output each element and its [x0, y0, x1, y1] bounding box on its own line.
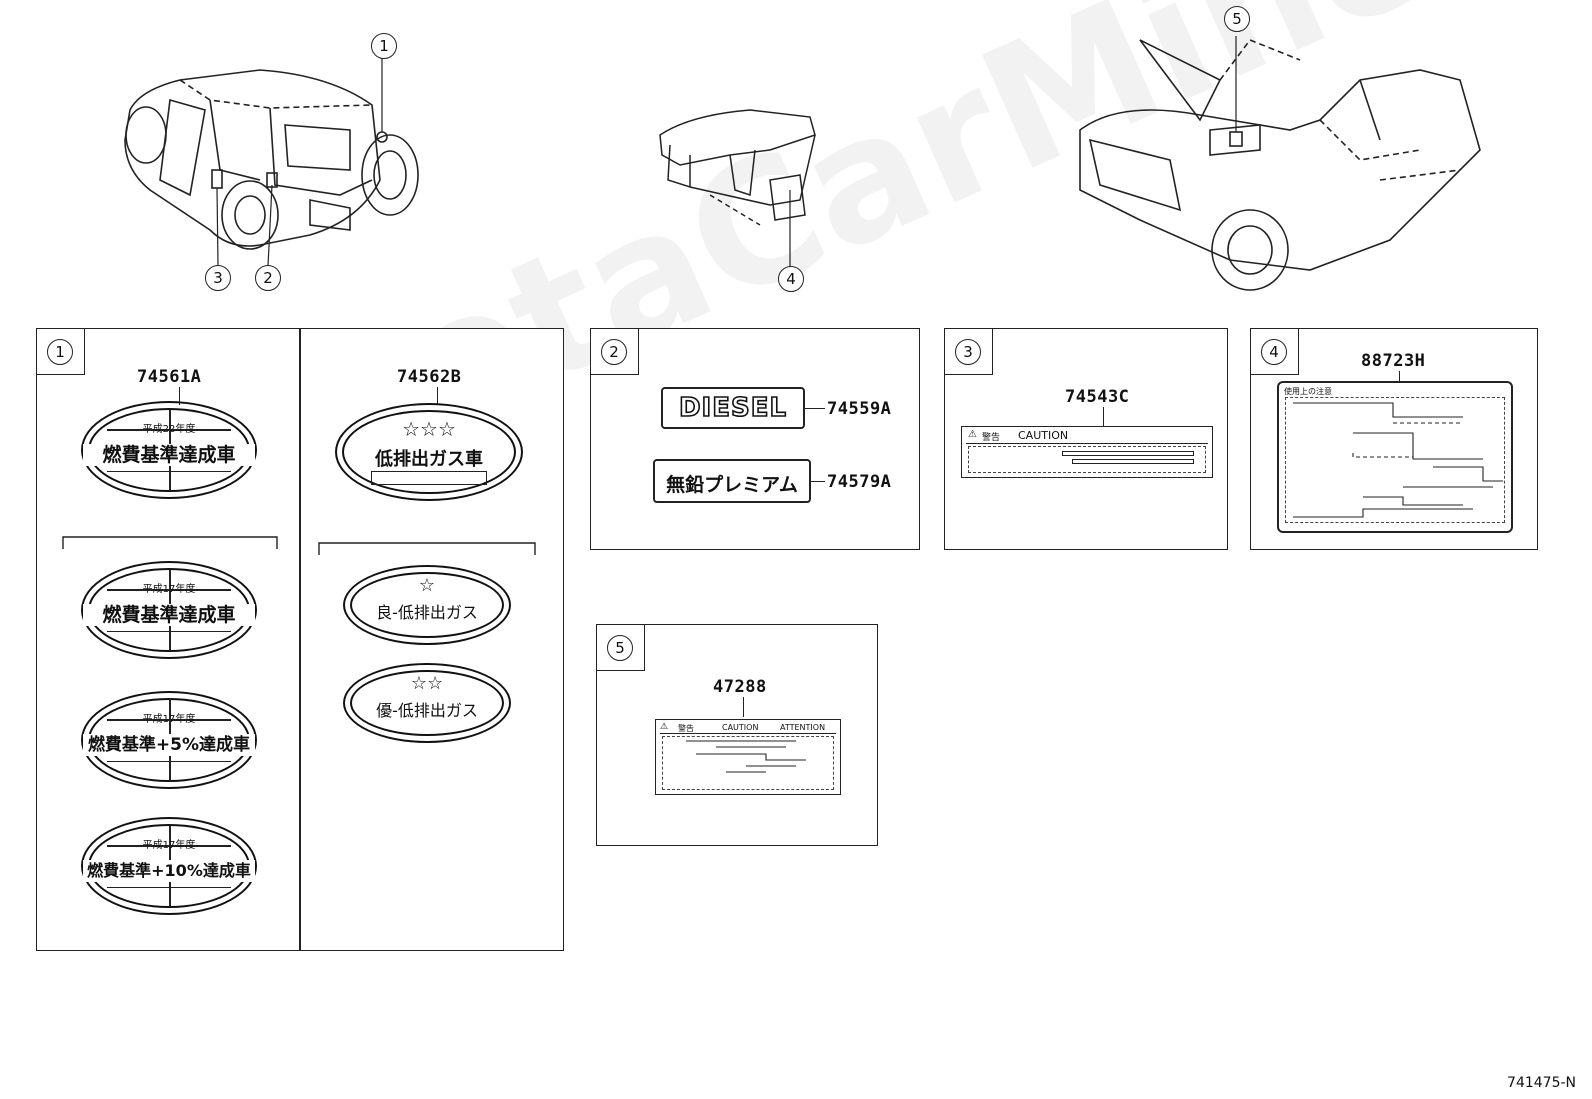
callout-1: 1 — [371, 33, 397, 59]
part-number-74559A: 74559A — [827, 399, 892, 419]
panel-5-callout: 5 — [607, 635, 633, 661]
low-emission-label-2star: ☆☆ 優-低排出ガス — [343, 663, 511, 743]
eco-1-text: 低排出ガス車 — [375, 449, 483, 470]
panel-4-callout: 4 — [1261, 339, 1287, 365]
star-2-icon: ☆☆ — [410, 673, 444, 694]
alternatives-bracket-left — [62, 536, 278, 549]
globe-3-year: 平成17年度 — [142, 713, 196, 725]
fuel-efficiency-label-h17-10pct: 平成17年度 燃費基準+10%達成車 — [81, 817, 257, 915]
diagram-id: 741475-N — [1507, 1075, 1576, 1091]
notice-heading: 使用上の注意 — [1284, 387, 1332, 396]
diesel-badge: DIESEL — [661, 387, 805, 429]
low-emission-label-3star: ☆☆☆ 低排出ガス車 — [335, 403, 523, 501]
premium-unleaded-badge: 無鉛プレミアム — [653, 459, 811, 503]
part-number-74579A: 74579A — [827, 472, 892, 492]
panel-3-callout: 3 — [955, 339, 981, 365]
eco-3-text: 優-低排出ガス — [376, 701, 478, 720]
warning-triangle-icon: ⚠ — [968, 429, 977, 440]
globe-3-text: 燃費基準+5%達成車 — [83, 734, 255, 757]
caution-5-text: CAUTION — [722, 723, 759, 732]
diesel-text: DIESEL — [678, 392, 788, 424]
caution-3-text: CAUTION — [1018, 429, 1069, 442]
alternatives-bracket-right — [318, 542, 536, 555]
fuel-efficiency-label-h22: 平成22年度 燃費基準達成車 — [81, 401, 257, 499]
panel-1-divider — [299, 329, 301, 950]
star-1-icon: ☆ — [418, 575, 436, 596]
callout-3: 3 — [205, 265, 231, 291]
globe-1-year: 平成22年度 — [142, 423, 196, 435]
panel-3: 3 74543C ⚠ 警告 CAUTION — [944, 328, 1228, 550]
caution-3-warn: 警告 — [982, 433, 1001, 443]
callout-5: 5 — [1224, 6, 1250, 32]
dashboard-illustration — [659, 109, 816, 267]
globe-1-text: 燃費基準達成車 — [83, 444, 255, 467]
globe-2-text: 燃費基準達成車 — [83, 604, 255, 627]
eco-2-text: 良-低排出ガス — [376, 603, 478, 622]
panel-4: 4 88723H 使用上の注意 — [1250, 328, 1538, 550]
panel-2-callout: 2 — [601, 339, 627, 365]
usage-notice-label-88723H: 使用上の注意 — [1277, 381, 1513, 533]
front-vehicle-illustration — [1079, 36, 1481, 291]
part-number-88723H: 88723H — [1361, 351, 1426, 371]
rear-vehicle-illustration — [124, 58, 419, 267]
panel-1-callout: 1 — [47, 339, 73, 365]
notice-text-lines — [1293, 402, 1503, 518]
part-number-74562B: 74562B — [397, 367, 462, 387]
part-number-74561A: 74561A — [137, 367, 202, 387]
fuel-efficiency-label-h17-5pct: 平成17年度 燃費基準+5%達成車 — [81, 691, 257, 789]
panel-2: 2 DIESEL 74559A 無鉛プレミアム 74579A — [590, 328, 920, 550]
callout-2: 2 — [255, 265, 281, 291]
callout-4: 4 — [778, 266, 804, 292]
part-number-47288: 47288 — [713, 677, 767, 697]
caution-5-attention: ATTENTION — [780, 723, 826, 732]
globe-2-year: 平成17年度 — [142, 583, 196, 595]
fuel-efficiency-label-h17: 平成17年度 燃費基準達成車 — [81, 561, 257, 659]
globe-4-text: 燃費基準+10%達成車 — [83, 860, 255, 883]
globe-4-year: 平成17年度 — [142, 839, 196, 851]
premium-text: 無鉛プレミアム — [666, 474, 798, 496]
star-3-icon: ☆☆☆ — [402, 417, 456, 441]
caution-label-47288: ⚠ 警告 CAUTION ATTENTION — [655, 719, 841, 795]
caution-label-74543C: ⚠ 警告 CAUTION — [961, 426, 1213, 478]
warning-triangle-icon-5: ⚠ — [660, 722, 669, 732]
part-number-74543C: 74543C — [1065, 387, 1130, 407]
panel-1: 1 74561A 平成22年度 燃費基準達成車 平成17年度 燃費基準達成車 平… — [36, 328, 564, 951]
low-emission-label-1star: ☆ 良-低排出ガス — [343, 565, 511, 645]
panel-5: 5 47288 ⚠ 警告 CAUTION ATTENTION — [596, 624, 878, 846]
caution-5-warn: 警告 — [678, 724, 694, 733]
